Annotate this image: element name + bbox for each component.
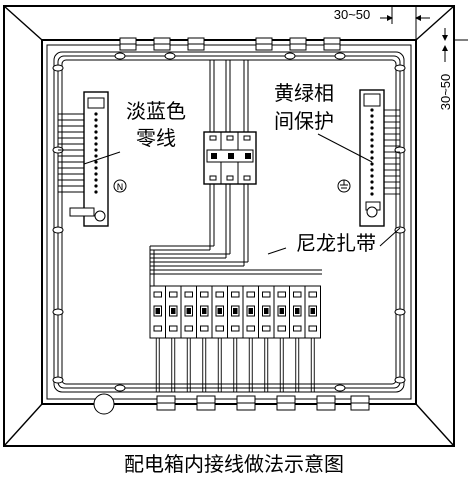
label-earth-protection-2: 间保护: [274, 109, 334, 133]
dimension-top: 30~50: [334, 6, 430, 40]
cable-tie: [52, 64, 64, 72]
cable-gland-bottom: [236, 395, 256, 411]
cable-tie: [52, 308, 64, 316]
branch-breaker: [289, 285, 306, 392]
branch-breaker: [304, 285, 321, 392]
cable-gland-bottom: [350, 395, 370, 411]
cable-tie: [334, 52, 346, 60]
branch-breaker: [180, 285, 197, 392]
cable-tie: [114, 52, 126, 60]
cable-gland-top: [289, 37, 307, 51]
neutral-symbol-circle: [113, 179, 127, 193]
branch-breaker: [273, 285, 290, 392]
cable-tie: [52, 226, 64, 234]
label-neutral-line: 淡蓝色 零线: [83, 99, 186, 165]
main-breaker: [203, 131, 257, 185]
label-neutral-line-2: 零线: [136, 126, 176, 150]
label-earth-protection: 黄绿相 间保护: [274, 81, 373, 163]
branch-breaker: [242, 285, 259, 392]
cable-glands: [93, 37, 370, 415]
cable-gland-top: [255, 37, 273, 51]
cable-gland-large: [93, 393, 115, 415]
cable-tie: [164, 52, 176, 60]
branch-breakers: [149, 285, 321, 392]
cable-tie: [394, 146, 406, 154]
label-cable-tie-text: 尼龙扎带: [296, 231, 376, 255]
branch-breaker: [149, 285, 166, 392]
diagram-caption: 配电箱内接线做法示意图: [124, 452, 344, 476]
cable-tie: [394, 376, 406, 384]
cable-tie: [394, 64, 406, 72]
cable-tie: [394, 308, 406, 316]
cable-tie: [114, 384, 126, 392]
branch-breaker: [227, 285, 244, 392]
cable-gland-bottom: [156, 395, 176, 411]
dimension-right: 30~50: [438, 28, 468, 110]
main-feeder-wires: [209, 60, 249, 266]
branch-breaker: [196, 285, 213, 392]
dimension-right-label: 30~50: [438, 74, 453, 111]
cable-tie: [52, 376, 64, 384]
neutral-symbol: N: [117, 183, 124, 193]
dimension-top-label: 30~50: [334, 7, 371, 22]
cable-gland-bottom: [196, 395, 216, 411]
perimeter-wire-loop: [53, 51, 405, 393]
cable-gland-top: [187, 37, 205, 51]
label-neutral-line-1: 淡蓝色: [126, 99, 186, 123]
label-earth-protection-1: 黄绿相: [274, 81, 334, 105]
branch-breaker: [211, 285, 228, 392]
cable-ties: [52, 52, 406, 392]
cable-gland-bottom: [276, 395, 296, 411]
cable-tie: [334, 384, 346, 392]
branch-breaker: [258, 285, 275, 392]
earth-busbar: [337, 89, 400, 227]
cable-gland-top: [153, 37, 171, 51]
neutral-busbar-terminals: [58, 112, 98, 194]
cable-gland-bottom: [316, 395, 336, 411]
cable-tie: [394, 226, 406, 234]
cable-gland-top: [323, 37, 341, 51]
earth-busbar-terminals: [370, 108, 400, 196]
cable-tie: [284, 52, 296, 60]
enclosure-frame: [3, 5, 455, 447]
branch-breaker: [165, 285, 182, 392]
distribution-bus-wires: [149, 245, 322, 286]
cable-gland-top: [119, 37, 137, 51]
neutral-busbar: N: [58, 91, 127, 227]
label-cable-tie: 尼龙扎带: [267, 227, 401, 255]
